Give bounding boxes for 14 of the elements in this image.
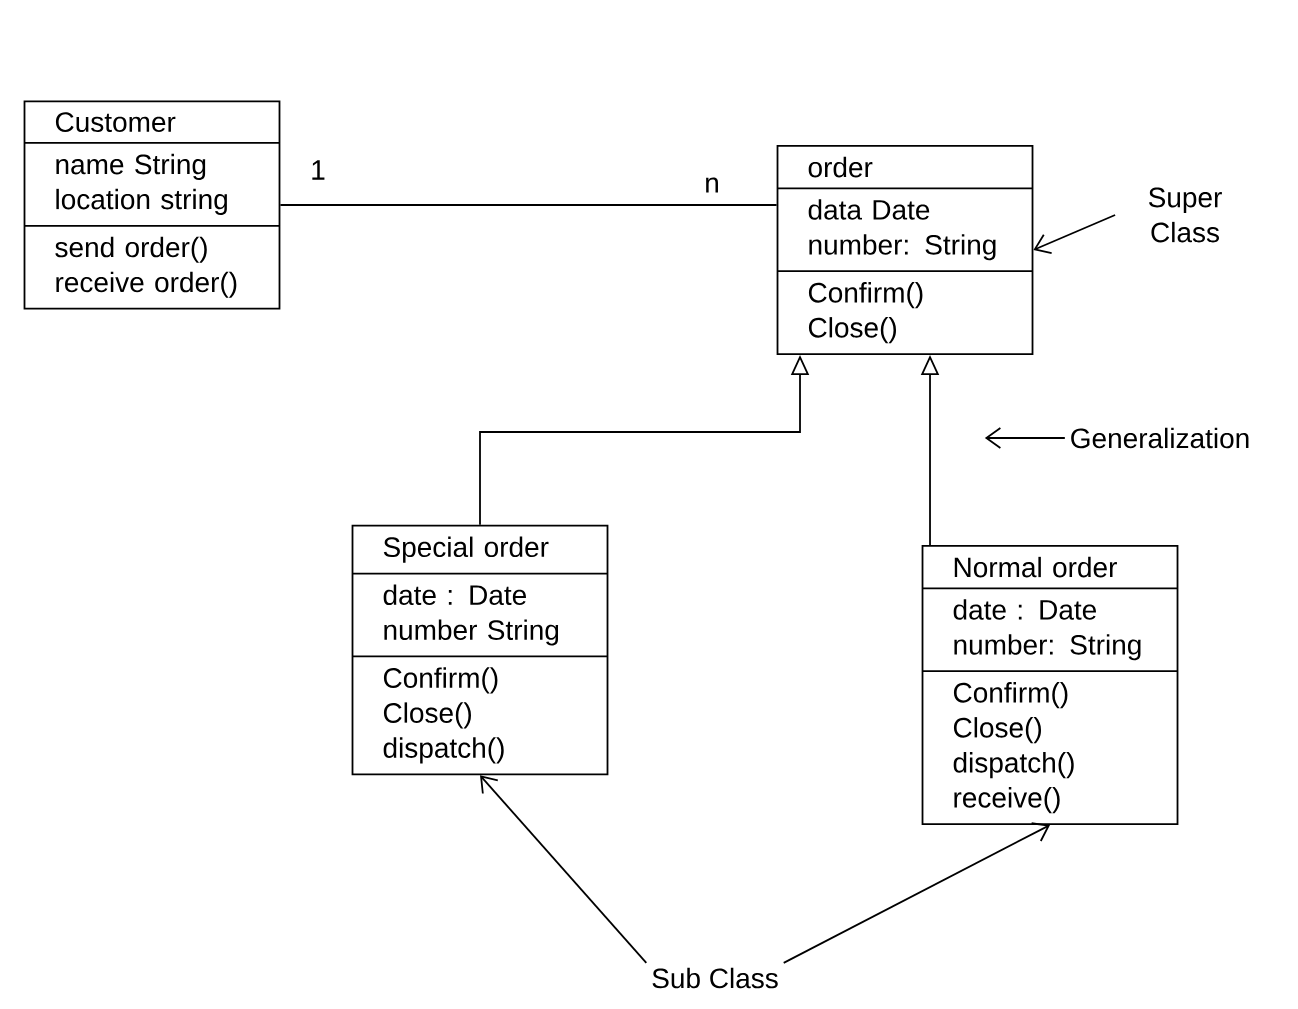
class-box: order data Date number: String Confirm() Close() [776,145,1034,355]
arrow [480,775,648,964]
class-box: Normal order date : Date number: String Confirm() Close() dispatch() receive() [921,545,1179,825]
class-box: Customer name String location string send order() receive order() [23,100,281,310]
multiplicity-label: 1 [312,160,325,180]
arrow [1033,214,1116,254]
class-box: Special order date : Date number String Confirm() Close() dispatch() [351,524,609,776]
multiplicity-label: n [706,177,718,193]
arrow [782,822,1050,964]
annotation-text: Super Class [1148,187,1222,243]
annotation-text: Generalization [1071,427,1249,449]
annotation-text: Sub Class [652,967,778,989]
association-line [279,204,778,206]
arrow [984,427,1066,449]
